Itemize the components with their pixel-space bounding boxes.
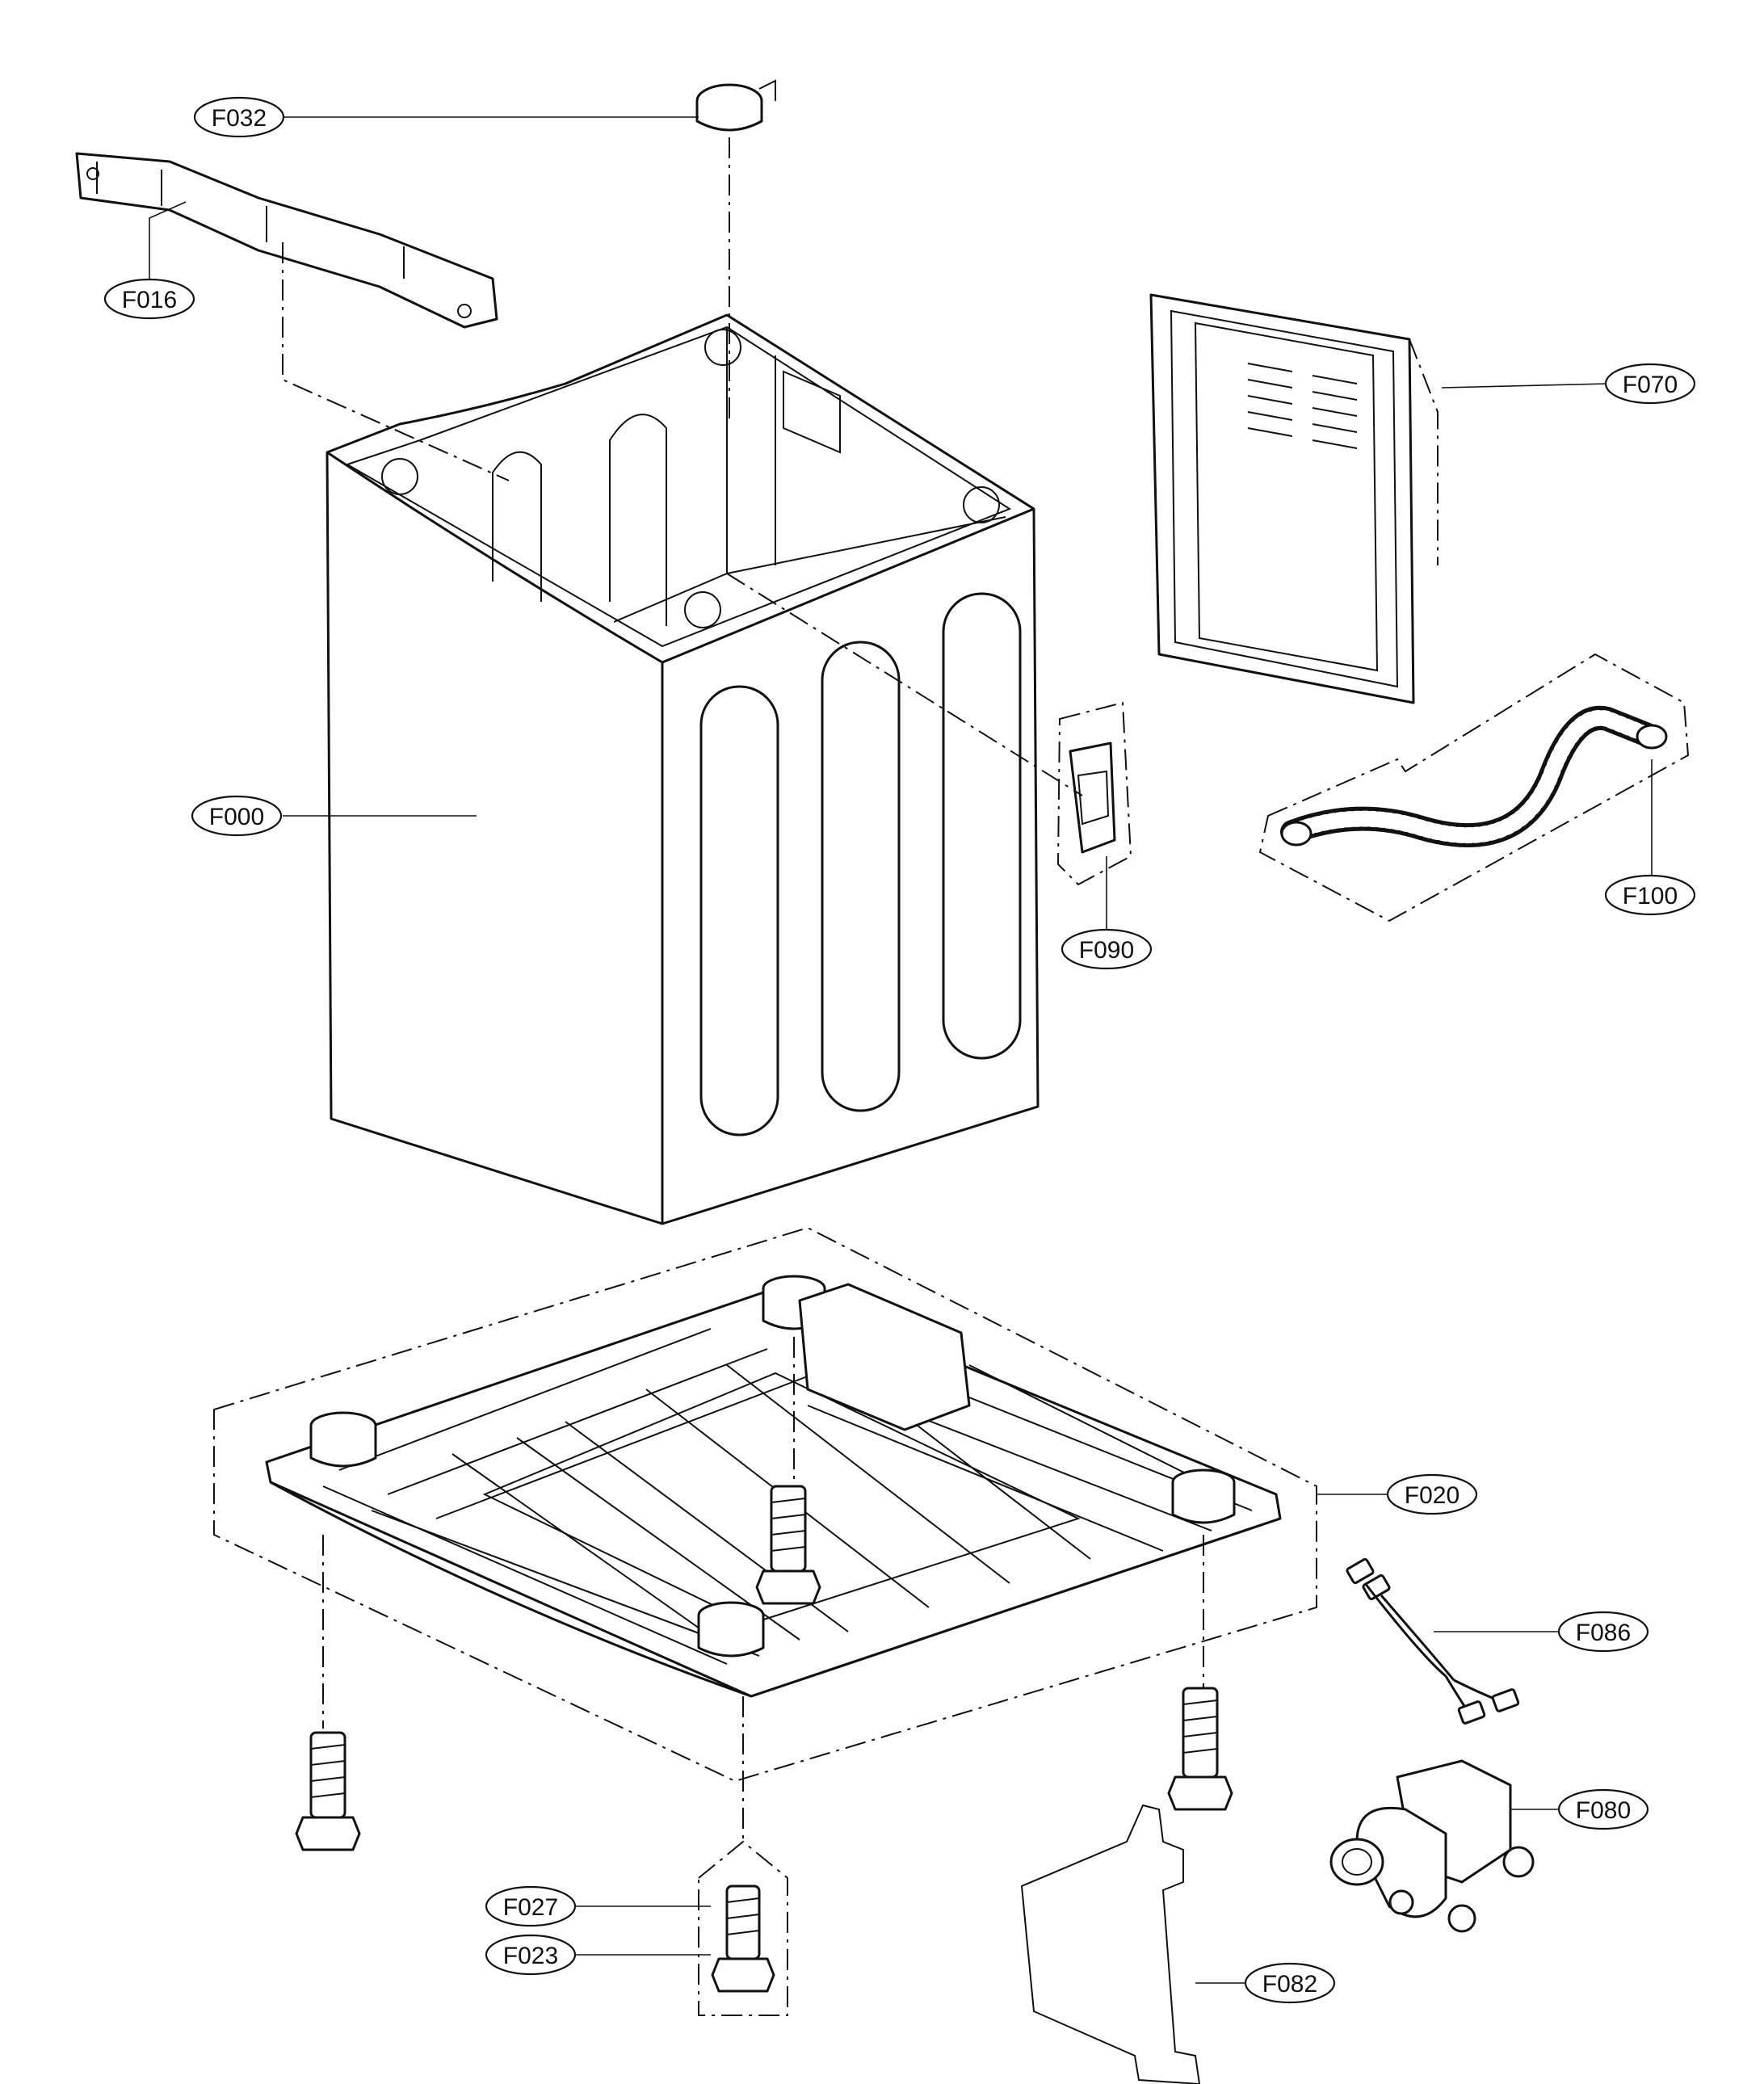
svg-text:F032: F032 (212, 105, 267, 132)
svg-text:F070: F070 (1623, 372, 1678, 398)
label-f070: F070 (1604, 363, 1696, 405)
svg-text:F086: F086 (1576, 1620, 1631, 1646)
clip-part (695, 79, 776, 132)
cover-plate-part (1020, 1804, 1201, 2084)
svg-text:F027: F027 (503, 1894, 558, 1921)
label-f020: F020 (1386, 1473, 1478, 1515)
drain-hose-part (1258, 653, 1690, 922)
svg-text:F023: F023 (503, 1943, 558, 1969)
svg-text:F100: F100 (1623, 883, 1678, 910)
svg-text:F016: F016 (122, 287, 177, 313)
svg-text:F090: F090 (1079, 937, 1134, 964)
svg-text:F000: F000 (209, 804, 264, 830)
top-brace-part (75, 152, 498, 329)
label-f027: F027 (485, 1885, 577, 1927)
svg-text:F080: F080 (1576, 1797, 1631, 1824)
leader-lines (149, 116, 1653, 1984)
label-f100: F100 (1604, 874, 1696, 916)
svg-text:F082: F082 (1262, 1971, 1317, 1998)
side-bracket-part (1056, 701, 1132, 886)
label-f082: F082 (1244, 1962, 1336, 2004)
base-frame-part (213, 1226, 1317, 1783)
svg-text:F020: F020 (1405, 1482, 1460, 1509)
label-f086: F086 (1557, 1611, 1649, 1653)
wire-harness-part (1346, 1557, 1520, 1725)
label-f032: F032 (193, 96, 285, 138)
cabinet-part (326, 313, 1040, 1225)
label-f000: F000 (191, 795, 283, 837)
drain-pump-part (1329, 1759, 1535, 1933)
label-f080: F080 (1557, 1788, 1649, 1830)
back-panel-part (1149, 293, 1415, 704)
label-f016: F016 (103, 278, 195, 320)
leg-bolts (295, 1485, 1233, 2016)
label-f023: F023 (485, 1934, 577, 1976)
label-f090: F090 (1060, 928, 1153, 970)
